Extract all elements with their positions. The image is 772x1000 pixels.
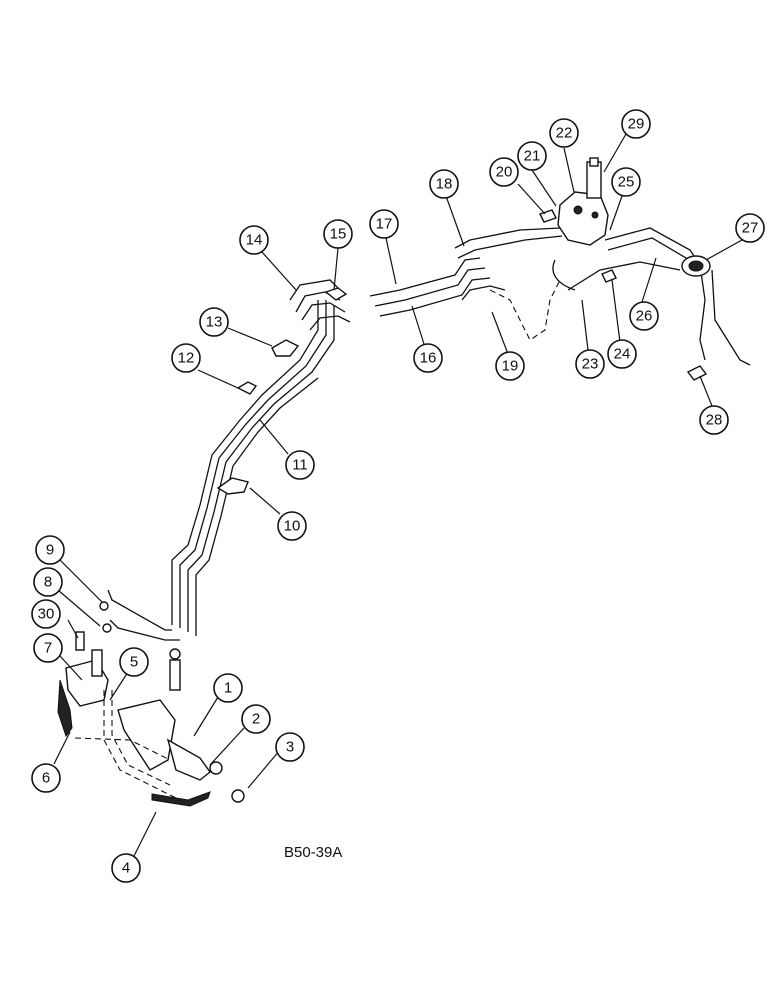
callout-12: 12	[171, 343, 201, 373]
callout-11: 11	[285, 450, 315, 480]
callout-label: 15	[330, 226, 347, 243]
callout-2: 2	[241, 704, 271, 734]
leader-lines	[53, 133, 743, 857]
callout-26: 26	[629, 301, 659, 331]
callout-label: 20	[496, 164, 513, 181]
callout-25: 25	[611, 167, 641, 197]
steering-line-pipes	[107, 279, 351, 641]
callout-label: 19	[502, 358, 519, 375]
callout-label: 6	[42, 770, 50, 787]
grommet	[681, 255, 711, 277]
callout-label: 5	[130, 654, 138, 671]
callout-label: 11	[292, 457, 308, 474]
figure-reference-code: B50-39A	[284, 844, 342, 861]
callout-21: 21	[517, 141, 547, 171]
callout-label: 29	[628, 116, 645, 133]
callout-16: 16	[413, 343, 443, 373]
callout-label: 12	[178, 350, 195, 367]
callout-label: 16	[420, 350, 437, 367]
callout-27: 27	[735, 213, 765, 243]
callout-4: 4	[111, 853, 141, 883]
callout-23: 23	[575, 349, 605, 379]
callout-label: 13	[206, 314, 223, 331]
callout-label: 22	[556, 125, 573, 142]
callout-label: 30	[38, 606, 55, 623]
callout-label: 28	[706, 412, 723, 429]
callout-20: 20	[489, 157, 519, 187]
callout-13: 13	[199, 307, 229, 337]
callout-label: 8	[44, 574, 52, 591]
callout-8: 8	[33, 567, 63, 597]
callout-label: 3	[286, 739, 294, 756]
callout-label: 10	[284, 518, 301, 535]
callout-label: 17	[376, 216, 393, 233]
callout-30: 30	[31, 599, 61, 629]
callout-label: 21	[524, 148, 541, 165]
callout-label: 14	[246, 232, 263, 249]
callout-24: 24	[607, 339, 637, 369]
callout-10: 10	[277, 511, 307, 541]
callout-label: 24	[614, 346, 631, 363]
callout-label: 1	[224, 680, 232, 697]
callout-label: 2	[252, 711, 260, 728]
clamps	[216, 269, 708, 495]
callout-19: 19	[495, 351, 525, 381]
callout-3: 3	[275, 732, 305, 762]
callout-label: 7	[44, 640, 52, 657]
callout-label: 27	[742, 220, 759, 237]
lower-assembly	[57, 601, 245, 807]
callout-label: 9	[46, 542, 54, 559]
callout-28: 28	[699, 405, 729, 435]
callout-22: 22	[549, 118, 579, 148]
callout-15: 15	[323, 219, 353, 249]
steering-unit	[539, 157, 609, 246]
callout-9: 9	[35, 535, 65, 565]
callout-label: 23	[582, 356, 599, 373]
callout-17: 17	[369, 209, 399, 239]
callout-1: 1	[213, 673, 243, 703]
callout-18: 18	[429, 169, 459, 199]
callout-6: 6	[31, 763, 61, 793]
callout-label: 18	[436, 176, 453, 193]
callout-label: 26	[636, 308, 653, 325]
callout-label: 4	[122, 860, 130, 877]
callout-7: 7	[33, 633, 63, 663]
callout-14: 14	[239, 225, 269, 255]
callout-5: 5	[119, 647, 149, 677]
callout-label: 25	[618, 174, 635, 191]
callout-29: 29	[621, 109, 651, 139]
